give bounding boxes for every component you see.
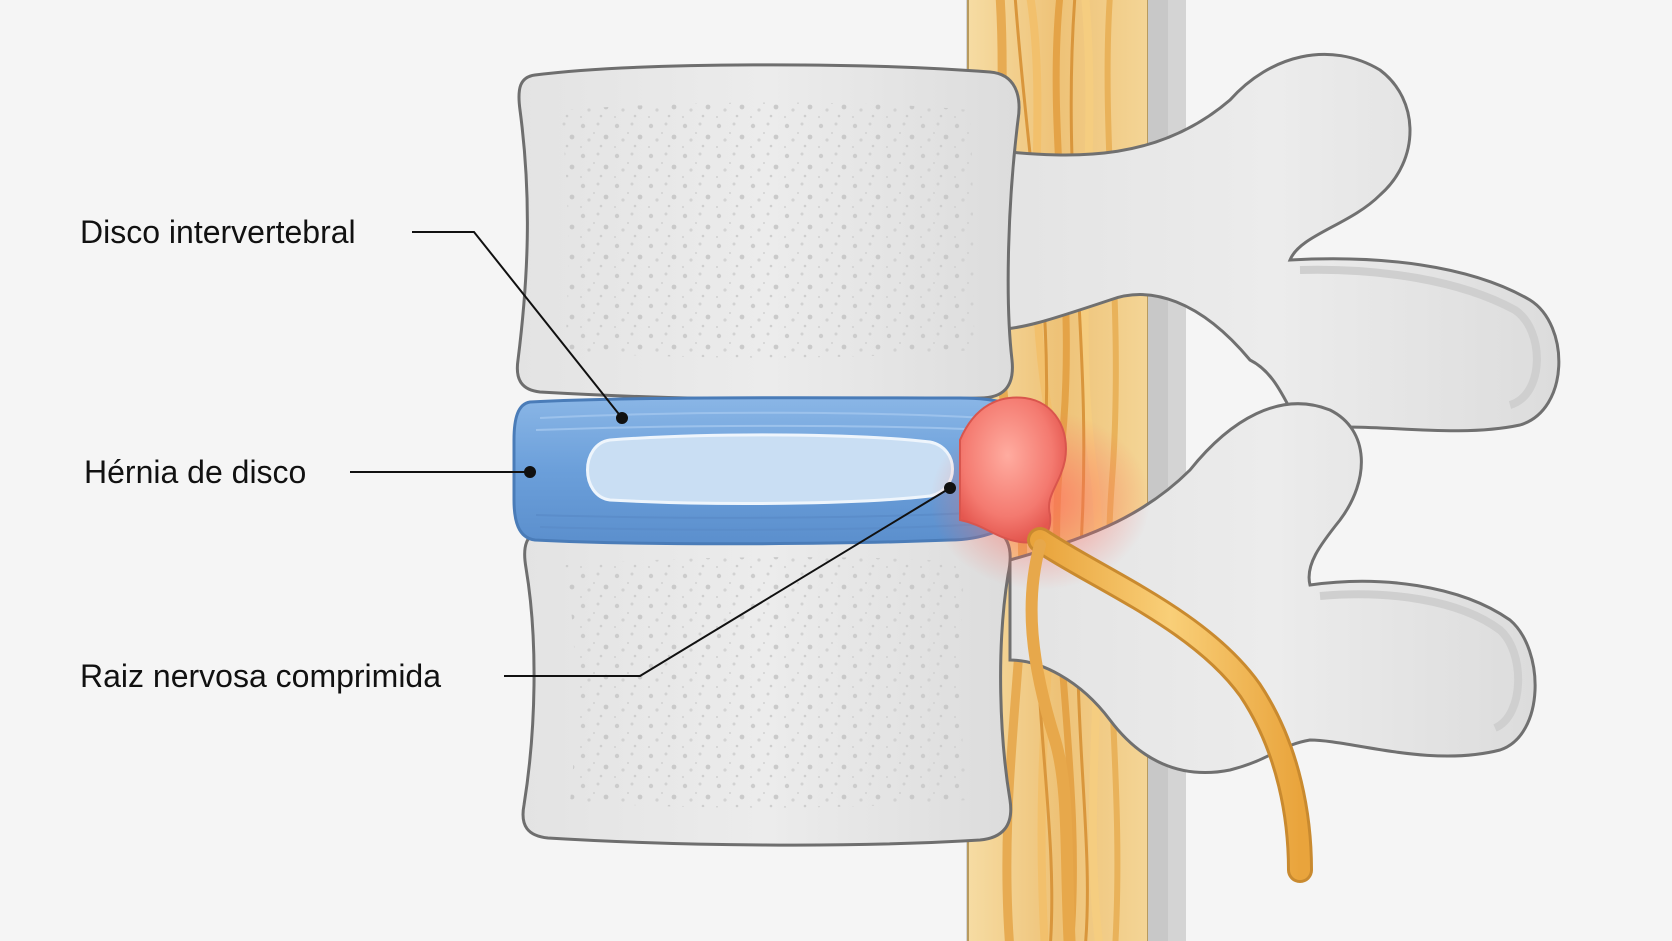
leader-line-disc xyxy=(412,231,623,419)
upper-posterior-arch xyxy=(988,52,1561,433)
compressed-nerve-root xyxy=(1025,527,1313,941)
label-disc-herniation: Hérnia de disco xyxy=(84,454,307,490)
label-compressed-nerve-root: Raiz nervosa comprimida xyxy=(80,658,442,694)
label-intervertebral-disc: Disco intervertebral xyxy=(80,214,356,250)
upper-vertebral-body xyxy=(515,63,1021,402)
lower-posterior-arch xyxy=(1008,402,1537,775)
leader-lines xyxy=(350,231,956,677)
leader-dot-root xyxy=(944,482,956,494)
nucleus-pulposus xyxy=(586,433,954,505)
leader-dot-disc xyxy=(616,412,628,424)
intervertebral-disc xyxy=(512,396,1032,546)
lower-vertebral-body xyxy=(521,521,1013,847)
leader-line-root xyxy=(504,487,951,677)
leader-dot-herniation xyxy=(524,466,536,478)
herniation xyxy=(959,396,1067,544)
